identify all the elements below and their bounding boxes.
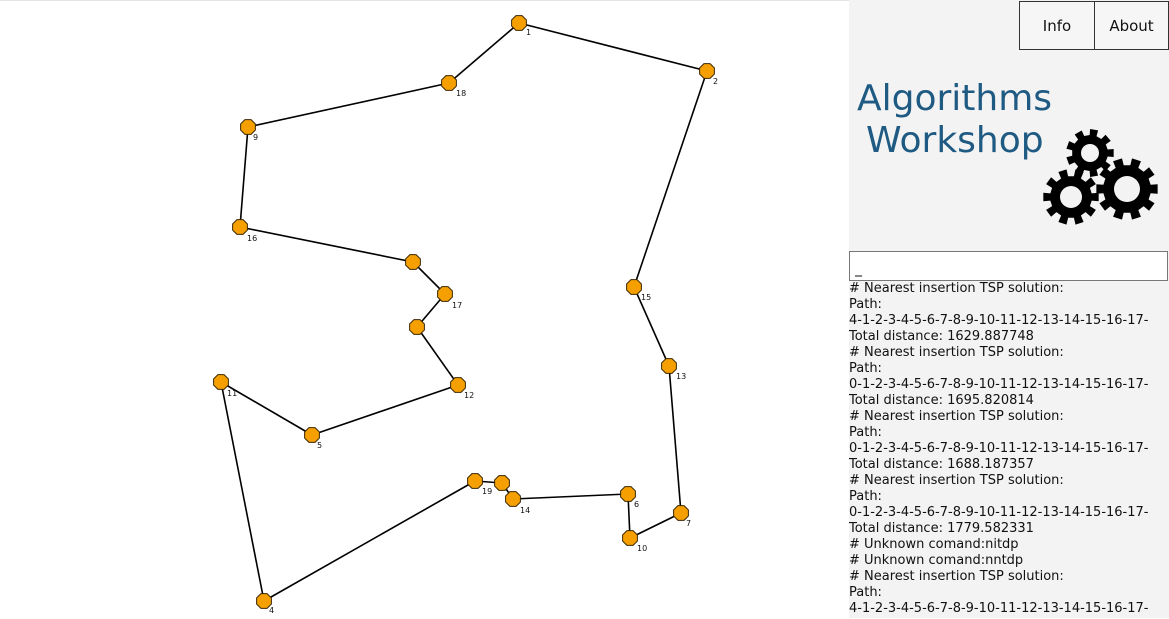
tour-edge: [512, 493, 629, 500]
graph-node[interactable]: [494, 475, 510, 491]
console-line: Path:: [849, 489, 882, 504]
node-label: 1: [526, 28, 531, 37]
tour-edge: [263, 480, 476, 602]
graph-node[interactable]: [409, 319, 425, 335]
graph-node[interactable]: [620, 486, 636, 502]
graph-node[interactable]: [232, 219, 248, 235]
node-label: 4: [269, 606, 274, 615]
tour-edge: [239, 126, 249, 228]
console-line: Path:: [849, 297, 882, 312]
node-label: 19: [482, 487, 492, 496]
graph-node[interactable]: [622, 530, 638, 546]
graph-node[interactable]: [405, 254, 421, 270]
graph-node[interactable]: [441, 75, 457, 91]
console-line: # Nearest insertion TSP solution:: [849, 473, 1064, 488]
graph-node[interactable]: [256, 593, 272, 609]
tour-edge: [668, 365, 682, 514]
app-title-line-1: Algorithms: [857, 78, 1053, 119]
console-line: Path:: [849, 585, 882, 600]
gears-icon: [1043, 129, 1158, 225]
console-line: # Nearest insertion TSP solution:: [849, 345, 1064, 360]
console-line: Path:: [849, 425, 882, 440]
node-label: 11: [227, 389, 237, 398]
tour-edge: [633, 286, 670, 367]
console-line: 0-1-2-3-4-5-6-7-8-9-10-11-12-13-14-15-16…: [849, 441, 1149, 456]
app-title-line-2: Workshop: [866, 120, 1044, 161]
node-label: 18: [456, 89, 466, 98]
graph-node[interactable]: [450, 377, 466, 393]
console-line: # Nearest insertion TSP solution:: [849, 409, 1064, 424]
graph-node[interactable]: [673, 505, 689, 521]
graph-node[interactable]: [626, 279, 642, 295]
node-label: 16: [247, 234, 257, 243]
tour-edge: [239, 226, 414, 263]
tour-edge: [220, 381, 265, 602]
side-panel: Info About Algorithms Workshop # Nearest…: [849, 0, 1169, 618]
console-line: Path:: [849, 361, 882, 376]
node-label: 13: [676, 372, 686, 381]
console-line: 0-1-2-3-4-5-6-7-8-9-10-11-12-13-14-15-16…: [849, 377, 1149, 392]
console-line: # Nearest insertion TSP solution:: [849, 281, 1064, 296]
graph-node[interactable]: [467, 473, 483, 489]
graph-node[interactable]: [699, 63, 715, 79]
console-line: Total distance: 1779.582331: [849, 521, 1034, 536]
console-line: Total distance: 1688.187357: [849, 457, 1034, 472]
graph-node[interactable]: [437, 286, 453, 302]
tour-edge: [448, 22, 520, 84]
command-input[interactable]: [849, 251, 1168, 281]
tour-edge: [518, 22, 708, 72]
about-button[interactable]: About: [1094, 1, 1169, 50]
tour-edge: [311, 384, 459, 436]
graph-node[interactable]: [304, 427, 320, 443]
node-label: 17: [452, 301, 462, 310]
tour-edge: [220, 381, 313, 436]
console-line: # Unknown comand:nntdp: [849, 553, 1024, 568]
tour-edge: [629, 512, 682, 539]
graph-node[interactable]: [661, 358, 677, 374]
node-label: 2: [713, 77, 718, 86]
node-label: 9: [253, 133, 258, 142]
graph-node[interactable]: [213, 374, 229, 390]
node-label: 12: [464, 391, 474, 400]
graph-node[interactable]: [505, 491, 521, 507]
info-button[interactable]: Info: [1019, 1, 1095, 50]
node-label: 5: [317, 441, 322, 450]
console-output: # Nearest insertion TSP solution:Path:4-…: [849, 281, 1169, 617]
console-line: # Nearest insertion TSP solution:: [849, 569, 1064, 584]
node-label: 15: [641, 293, 651, 302]
console-line: Total distance: 1695.820814: [849, 393, 1034, 408]
graph-node[interactable]: [511, 15, 527, 31]
console-line: Total distance: 1629.887748: [849, 329, 1034, 344]
node-label: 10: [637, 544, 647, 553]
node-label: 6: [634, 500, 639, 509]
tour-edge: [247, 82, 450, 128]
console-line: 4-1-2-3-4-5-6-7-8-9-10-11-12-13-14-15-16…: [849, 601, 1149, 616]
console-line: # Unknown comand:nitdp: [849, 537, 1019, 552]
console-line: 4-1-2-3-4-5-6-7-8-9-10-11-12-13-14-15-16…: [849, 313, 1149, 328]
console-line: 0-1-2-3-4-5-6-7-8-9-10-11-12-13-14-15-16…: [849, 505, 1149, 520]
graph-node[interactable]: [240, 119, 256, 135]
node-label: 14: [520, 506, 530, 515]
node-label: 7: [686, 519, 691, 528]
tour-edge: [633, 70, 708, 288]
tour-edge: [416, 326, 459, 386]
